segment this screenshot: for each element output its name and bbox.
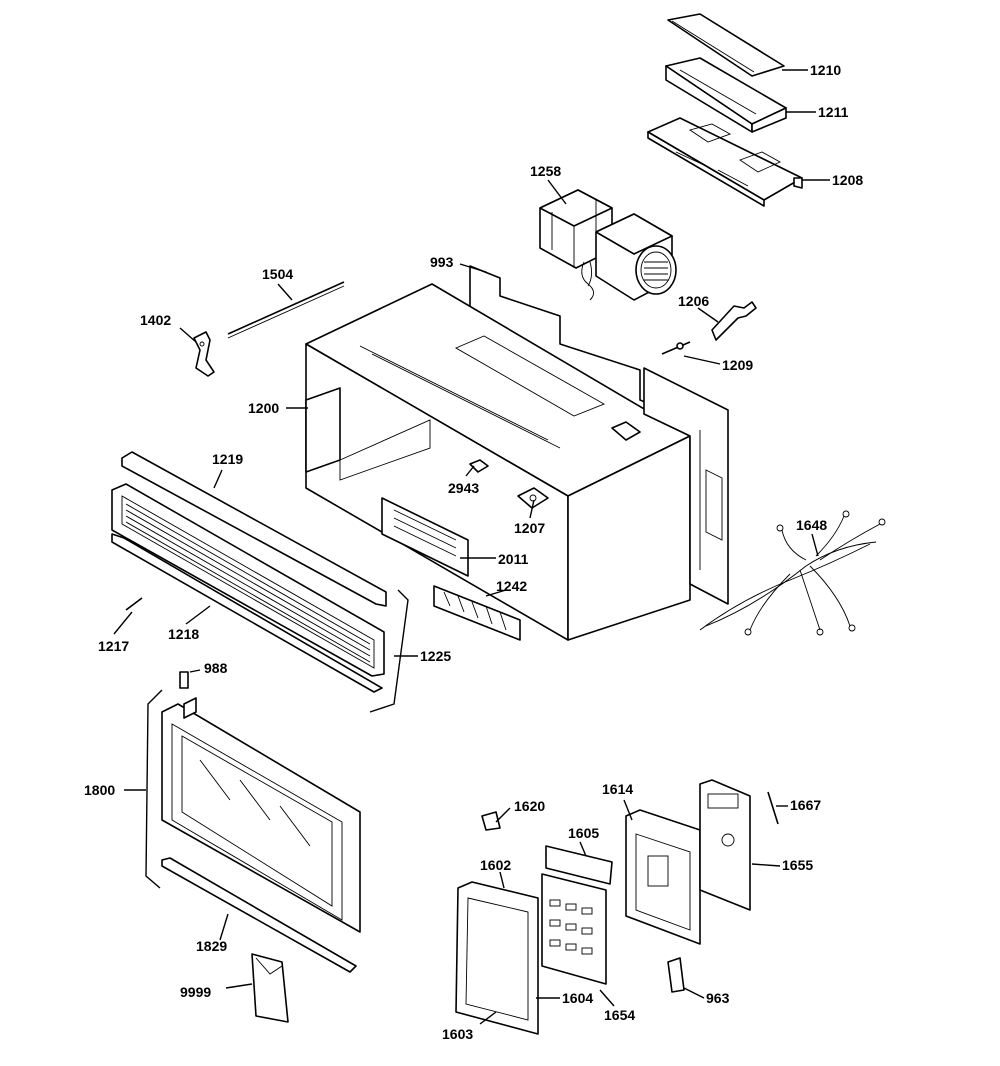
part-label-1211: 1211 [818,104,849,120]
part-1207-cover [517,487,549,509]
part-label-1655: 1655 [782,857,814,873]
part-label-2011: 2011 [498,551,529,567]
part-label-1210: 1210 [810,62,842,78]
part-1504-rod [227,281,345,339]
part-label-1258: 1258 [530,163,562,179]
part-1829-strip [161,857,357,973]
part-label-1219: 1219 [212,451,244,467]
part-1800-door [161,697,361,933]
part-9999-manual [251,953,289,1023]
part-label-1829: 1829 [196,938,228,954]
part-label-988: 988 [204,660,228,676]
part-label-1605: 1605 [568,825,600,841]
part-1655-board [699,779,751,911]
part-label-1207: 1207 [514,520,546,536]
part-label-1218: 1218 [168,626,200,642]
part-2943-grommet [469,459,489,473]
part-1219-trim [121,451,387,607]
leader-lines [113,69,830,1025]
part-label-1209: 1209 [722,357,754,373]
part-label-2943: 2943 [448,480,480,496]
part-label-1402: 1402 [140,312,172,328]
part-label-1603: 1603 [442,1026,474,1042]
part-1217-screw [125,597,143,611]
part-label-1604: 1604 [562,990,594,1006]
part-1620-clip [481,811,501,831]
part-label-1648: 1648 [796,517,828,533]
part-963-clip [667,957,685,993]
part-label-9999: 9999 [180,984,212,1000]
part-1200-cabinet [305,265,691,641]
part-side-panel [643,367,729,605]
part-1605-lens [545,845,613,885]
part-1218-grille [111,483,385,677]
part-1208-plate [647,117,803,207]
part-1211-tray [665,57,787,133]
part-label-1602: 1602 [480,857,512,873]
part-1206-thermostat [711,301,757,341]
part-label-993: 993 [430,254,454,270]
part-1602-frame [455,881,539,1035]
part-988-stud [179,671,189,689]
part-label-1614: 1614 [602,781,634,797]
part-label-963: 963 [706,990,730,1006]
part-1654-keypad [541,873,607,985]
part-1667-fuse [767,791,779,825]
part-label-1208: 1208 [832,172,864,188]
part-label-1654: 1654 [604,1007,636,1023]
part-1258-blower [539,189,677,301]
part-1210-cover [667,13,785,77]
part-label-1242: 1242 [496,578,528,594]
part-label-1225: 1225 [420,648,452,664]
part-label-1217: 1217 [98,638,130,654]
part-1402-bracket [193,331,215,377]
part-label-1206: 1206 [678,293,710,309]
part-label-1800: 1800 [84,782,116,798]
part-1225-strip [111,533,383,693]
part-1209-sensor [661,341,691,355]
part-1614-bracket [625,809,701,945]
part-2011-plate [381,497,469,577]
part-label-1620: 1620 [514,798,546,814]
part-label-1200: 1200 [248,400,280,416]
part-label-1504: 1504 [262,266,294,282]
part-label-1667: 1667 [790,797,822,813]
part-1242-filter [433,585,521,641]
part-1648-harness [699,510,886,636]
